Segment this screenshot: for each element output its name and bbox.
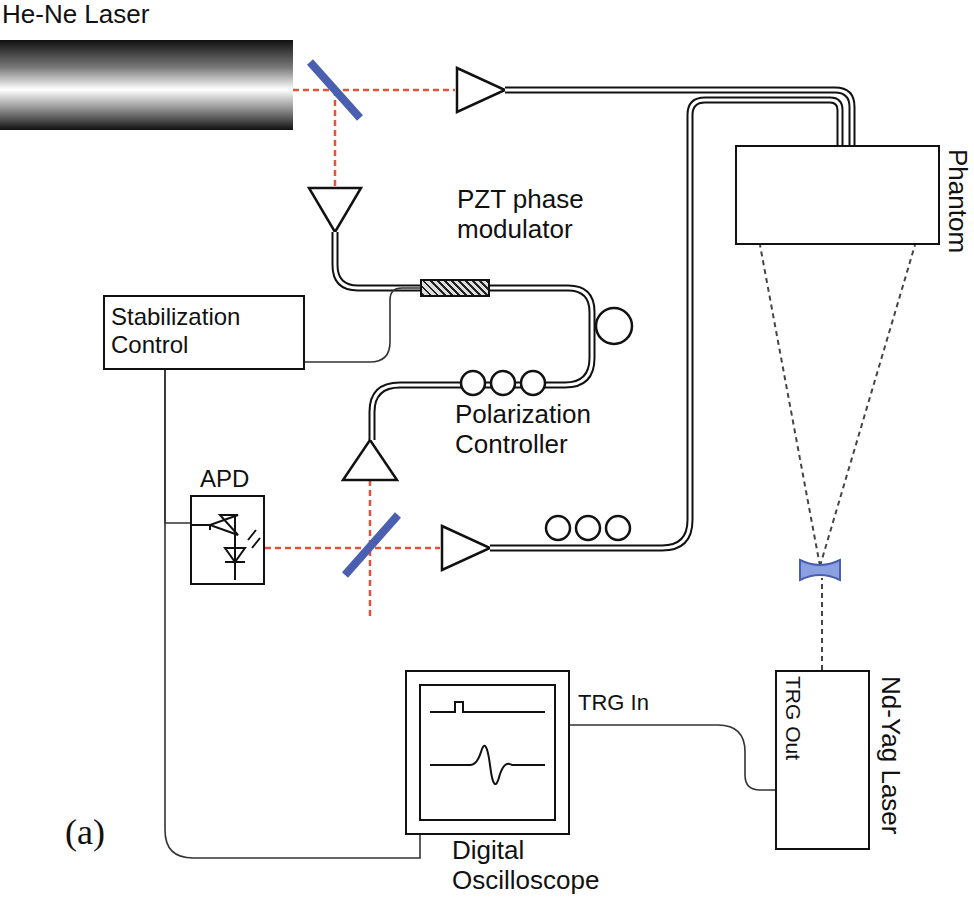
concave-lens bbox=[800, 560, 840, 580]
polarization-controller bbox=[521, 371, 545, 395]
laser-beam bbox=[293, 89, 455, 92]
laser-beam bbox=[334, 90, 337, 188]
laser-beam bbox=[265, 547, 440, 550]
signal-wire bbox=[305, 288, 420, 362]
fiber-loop bbox=[596, 308, 632, 344]
panel-label: (a) bbox=[65, 812, 105, 853]
control-box: Stabilization Control bbox=[103, 295, 305, 370]
pump-beam bbox=[760, 245, 915, 670]
node-label: He-Ne Laser bbox=[2, 0, 149, 30]
photodiode-symbol bbox=[248, 530, 260, 548]
scope-screen bbox=[420, 685, 555, 820]
oscilloscope-box: Digital Oscilloscope bbox=[405, 670, 570, 835]
phantom-box: Phantom bbox=[735, 145, 940, 245]
fiber-coupler bbox=[457, 68, 505, 112]
polarization-controller bbox=[546, 516, 570, 540]
fiber-coupler bbox=[309, 188, 361, 232]
signal-wire bbox=[570, 725, 775, 790]
node-label: PZT phase modulator bbox=[457, 185, 617, 245]
polarization-controller bbox=[461, 371, 485, 395]
photodiode-symbol bbox=[225, 561, 245, 563]
component-label: Polarization Controller bbox=[455, 400, 645, 460]
optical-fiber bbox=[335, 232, 420, 288]
photodiode-symbol bbox=[190, 525, 210, 530]
pump-beam bbox=[820, 245, 915, 566]
optical-fiber bbox=[335, 232, 420, 288]
photodiode-symbol bbox=[190, 515, 260, 580]
laser-box: He-Ne Laser bbox=[0, 40, 293, 130]
photodiode-symbol bbox=[225, 548, 245, 562]
pump-beam bbox=[760, 245, 820, 566]
beam-splitter bbox=[310, 62, 360, 118]
pump-beam bbox=[821, 578, 823, 670]
modulator-box: PZT phase modulator bbox=[420, 279, 490, 297]
polarization-controller bbox=[606, 516, 630, 540]
beam-splitter bbox=[345, 515, 398, 575]
port-label: TRG Out bbox=[781, 676, 805, 760]
node-label: Phantom bbox=[942, 149, 972, 253]
pump-laser-box: Nd-Yag LaserTRG Out bbox=[775, 670, 870, 850]
trigger-trace bbox=[430, 702, 545, 712]
beam-splitter bbox=[310, 62, 398, 575]
node-label: Stabilization Control bbox=[111, 303, 297, 358]
node-label: Nd-Yag Laser bbox=[875, 676, 905, 835]
node-label: APD bbox=[200, 465, 249, 493]
signal-label: TRG In bbox=[578, 690, 649, 715]
photodiode-symbol bbox=[210, 515, 238, 535]
signal-wire bbox=[165, 370, 190, 523]
fiber-coupler bbox=[343, 440, 397, 480]
signal-wire bbox=[165, 370, 420, 858]
polarization-controller bbox=[491, 371, 515, 395]
fiber-coupler bbox=[309, 68, 505, 570]
detector-box: APD bbox=[190, 495, 265, 585]
polarization-controller bbox=[576, 516, 600, 540]
node-label: Digital Oscilloscope bbox=[452, 836, 627, 896]
signal-trace bbox=[430, 746, 545, 784]
fiber-coupler bbox=[442, 526, 490, 570]
